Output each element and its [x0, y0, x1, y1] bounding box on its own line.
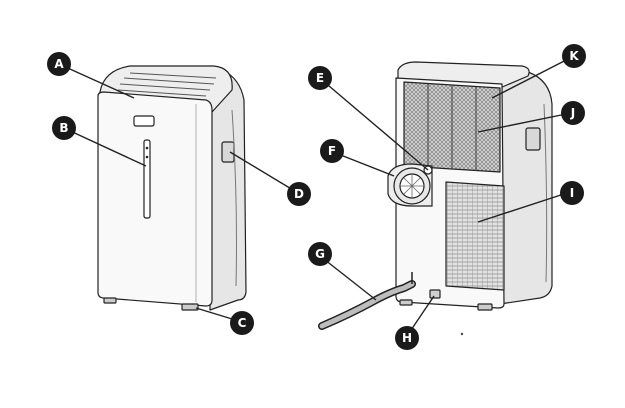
callout-e-label: E	[316, 71, 324, 85]
callout-d: D	[287, 182, 311, 206]
rear-side-handle	[525, 127, 541, 151]
front-display-window	[133, 115, 155, 127]
leader-lines	[60, 56, 573, 337]
front-side-handle	[221, 141, 235, 163]
callout-a: A	[47, 52, 71, 76]
callout-j: J	[561, 101, 585, 125]
callout-b: B	[52, 116, 76, 140]
callout-k-label: K	[569, 49, 579, 63]
lower-air-grille	[445, 181, 505, 291]
exhaust-hose-drawing	[318, 272, 416, 330]
callout-k: K	[562, 44, 586, 68]
drain-plug	[429, 289, 441, 299]
callout-f-label: F	[328, 144, 336, 158]
callout-i: I	[560, 181, 584, 205]
rear-unit-drawing	[395, 61, 553, 311]
exhaust-outlet	[387, 163, 433, 207]
callout-b-label: B	[59, 121, 68, 135]
callout-f: F	[320, 139, 344, 163]
front-unit-face	[97, 91, 213, 307]
front-light-strip	[143, 139, 151, 219]
callout-h-label: H	[402, 331, 412, 345]
callout-g: G	[308, 242, 332, 266]
callout-h: H	[395, 326, 419, 350]
callout-e: E	[308, 66, 332, 90]
callout-c: C	[230, 311, 254, 335]
front-unit-side-panel	[187, 69, 247, 311]
callout-a-label: A	[54, 57, 64, 71]
callout-j-label: J	[570, 106, 575, 120]
callout-c-label: C	[238, 316, 247, 330]
callout-g-label: G	[315, 247, 325, 261]
callout-i-label: I	[570, 186, 574, 200]
callout-d-label: D	[294, 187, 304, 201]
front-top-vent	[117, 72, 217, 97]
front-unit-drawing	[97, 65, 247, 311]
